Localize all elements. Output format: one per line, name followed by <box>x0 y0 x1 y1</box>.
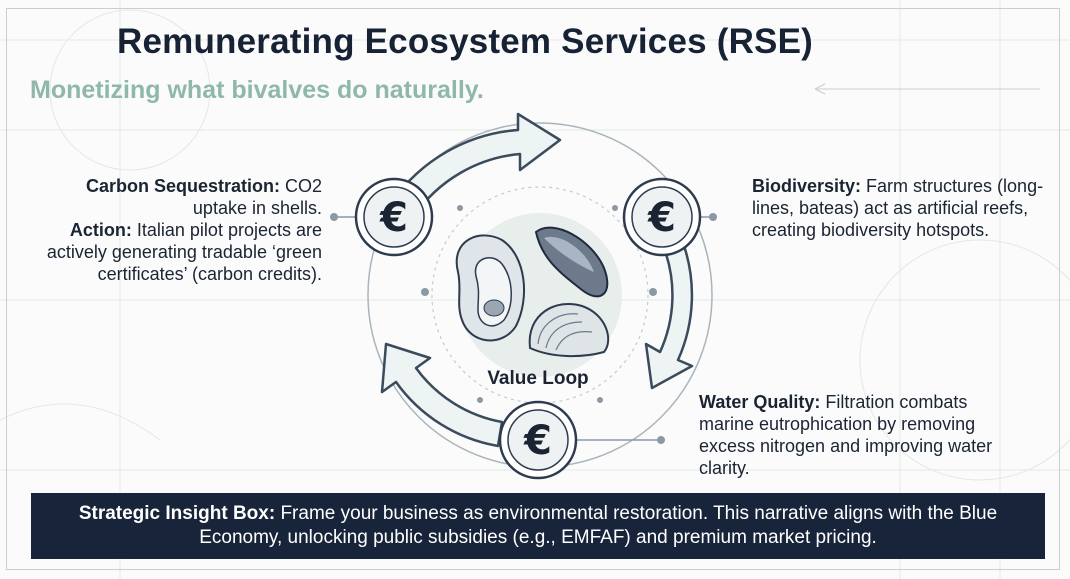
value-loop-label: Value Loop <box>487 368 589 389</box>
action-label: Action: <box>69 220 132 240</box>
carbon-label: Carbon Sequestration: <box>85 176 280 196</box>
carbon-body: CO2 uptake in shells. <box>192 176 322 218</box>
value-loop-diagram: € € € <box>330 112 717 480</box>
coin-symbol-right: € <box>647 195 676 241</box>
action-text: Action: Italian pilot projects are activ… <box>40 219 322 285</box>
biodiversity-body: Farm structures (long-lines, bateas) act… <box>752 176 1044 240</box>
page-title: Remunerating Ecosystem Services (RSE) <box>116 22 813 61</box>
water-quality-body: Filtration combats marine eutrophication… <box>699 392 993 478</box>
mussel-icon <box>534 226 609 298</box>
insight-body: Frame your business as environmental res… <box>199 503 998 548</box>
euro-coin-icon: € <box>354 177 434 257</box>
water-quality-block: Water Quality: Filtration combats marine… <box>699 391 1009 479</box>
insight-label: Strategic Insight Box: <box>78 503 276 524</box>
oyster-icon <box>455 234 526 342</box>
euro-coin-icon: € <box>622 177 702 257</box>
coin-symbol-left: € <box>379 195 408 241</box>
page-frame <box>6 8 1060 570</box>
euro-coin-icon: € <box>498 400 578 480</box>
carbon-sequestration-text: Carbon Sequestration: CO2 uptake in shel… <box>40 175 322 219</box>
strategic-insight-box: Strategic Insight Box: Frame your busine… <box>31 493 1045 559</box>
carbon-sequestration-block: Carbon Sequestration: CO2 uptake in shel… <box>40 175 322 285</box>
biodiversity-block: Biodiversity: Farm structures (long-line… <box>752 175 1052 241</box>
page-subtitle: Monetizing what bivalves do naturally. <box>30 76 484 104</box>
water-quality-label: Water Quality: <box>699 392 821 412</box>
connector-dots <box>330 205 717 444</box>
cycle-arrow-icon <box>380 112 694 448</box>
coin-symbol-bottom: € <box>523 418 552 464</box>
biodiversity-label: Biodiversity: <box>752 176 862 196</box>
clam-icon <box>528 303 610 358</box>
action-body: Italian pilot projects are actively gene… <box>46 220 322 284</box>
